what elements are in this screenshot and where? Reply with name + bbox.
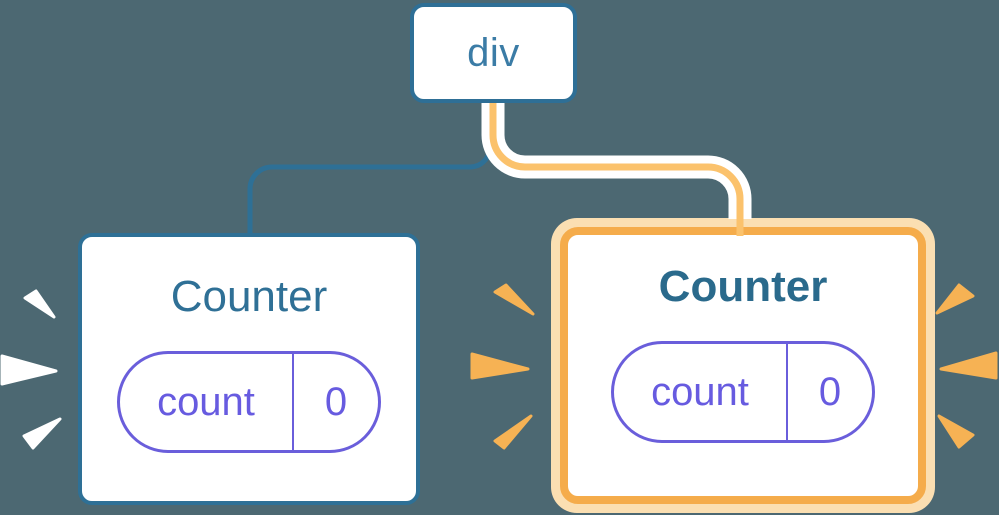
- state-value: 0: [818, 369, 842, 414]
- spark-icon: [493, 283, 535, 316]
- spark-icon: [470, 352, 530, 380]
- counter-title: Counter: [658, 262, 828, 311]
- spark-icon: [23, 289, 56, 319]
- tree-edge-left: [247, 99, 493, 237]
- spark-group-right-card-left: [470, 283, 535, 450]
- state-pill: count 0: [611, 341, 875, 443]
- tree-edge-right-stripe: [489, 99, 744, 236]
- state-pill: count 0: [117, 351, 381, 453]
- counter-card-right: Counter count 0: [560, 227, 926, 504]
- spark-icon: [0, 354, 58, 386]
- pill-divider: [292, 354, 294, 450]
- state-key: count: [157, 379, 255, 424]
- spark-icon: [935, 283, 975, 315]
- tree-edge-right-pipe: [481, 99, 752, 219]
- state-key: count: [651, 369, 749, 414]
- spark-icon: [937, 414, 975, 449]
- root-node-label: div: [467, 30, 520, 75]
- spark-icon: [939, 351, 998, 380]
- root-node-div: div: [410, 3, 577, 103]
- counter-card-right-highlight: Counter count 0: [551, 218, 935, 513]
- spark-group-right-card-right: [935, 283, 998, 449]
- state-value: 0: [324, 379, 348, 424]
- spark-icon: [22, 417, 62, 450]
- spark-icon: [493, 414, 533, 450]
- counter-title: Counter: [170, 272, 328, 321]
- counter-card-left: Counter count 0: [78, 233, 420, 505]
- pill-divider: [786, 344, 788, 440]
- spark-group-left-card: [0, 289, 62, 450]
